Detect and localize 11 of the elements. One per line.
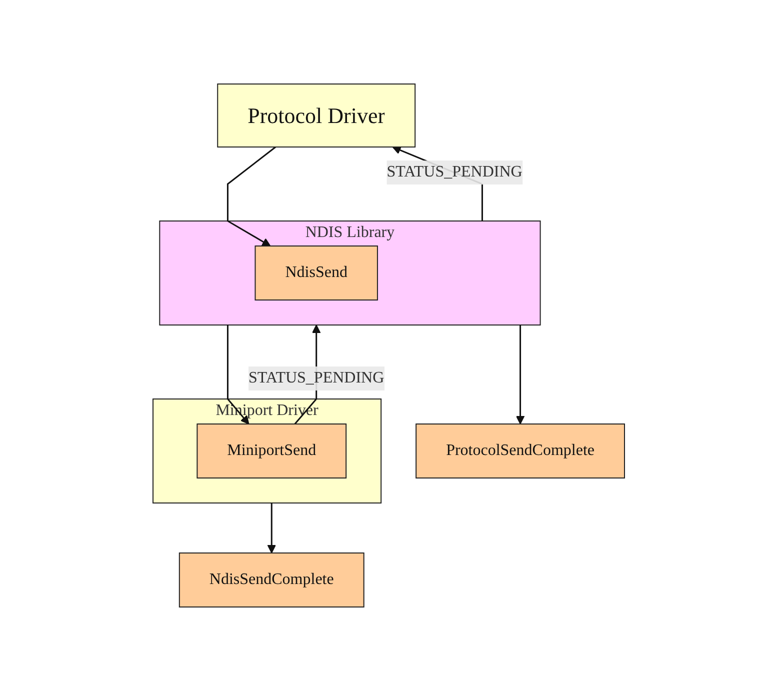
arrow: [267, 503, 276, 554]
arrow: [227, 325, 250, 424]
arrow: [516, 325, 525, 424]
node-box: Protocol Driver: [217, 84, 416, 148]
node-box: ProtocolSendComplete: [416, 424, 626, 478]
arrow: [227, 146, 276, 246]
node-box: NdisSendComplete: [179, 552, 365, 608]
node-box: MiniportSend: [196, 424, 347, 478]
node-box: NdisSend: [254, 246, 378, 300]
edge-label: STATUS_PENDING: [248, 369, 384, 386]
edge-label: STATUS_PENDING: [386, 164, 523, 181]
